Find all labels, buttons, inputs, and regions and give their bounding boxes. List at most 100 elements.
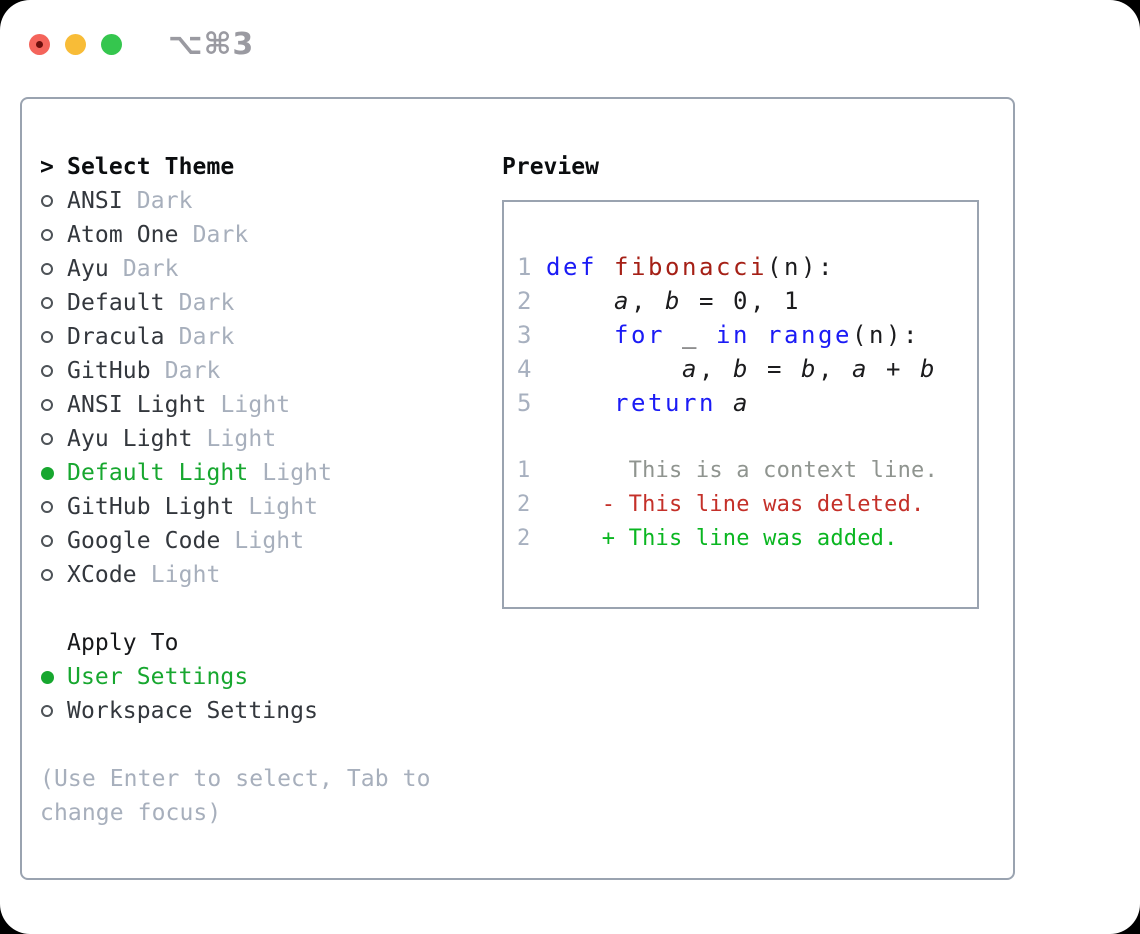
theme-variant: Dark <box>164 358 221 384</box>
radio-icon <box>40 263 67 275</box>
theme-variant: Dark <box>192 222 249 248</box>
code-token <box>750 321 767 349</box>
theme-list-title-row: > Select Theme <box>40 150 490 184</box>
code-token: return <box>614 389 716 417</box>
code-token: b <box>665 287 682 315</box>
diff-context-text: This is a context line. <box>548 458 938 483</box>
theme-option-ayu-light[interactable]: Ayu Light Light <box>40 422 490 456</box>
theme-name: XCode <box>67 562 137 588</box>
code-token: fibonacci <box>614 253 767 281</box>
theme-name: Ayu Light <box>67 426 193 452</box>
theme-variant: Dark <box>136 188 193 214</box>
diff-added-text: + This line was added. <box>548 526 898 551</box>
radio-icon <box>40 535 67 547</box>
radio-icon <box>40 365 67 377</box>
line-number: 3 <box>517 321 532 349</box>
code-token: = 0, 1 <box>682 287 801 315</box>
code-token: , <box>631 287 665 315</box>
theme-variant: Light <box>248 494 319 520</box>
code-token: , <box>818 355 852 383</box>
apply-option-label: User Settings <box>67 664 249 690</box>
diff-added-line: 2 + This line was added. <box>517 522 977 556</box>
theme-variant: Light <box>206 426 277 452</box>
theme-name: Ayu <box>67 256 109 282</box>
theme-name: Default <box>67 290 165 316</box>
code-line: 2 a, b = 0, 1 <box>517 284 977 318</box>
line-number: 2 <box>517 492 531 517</box>
prompt-arrow-icon: > <box>40 154 54 180</box>
code-token: a <box>733 389 750 417</box>
radio-icon <box>40 297 67 309</box>
code-token: b <box>733 355 750 383</box>
apply-option-label: Workspace Settings <box>67 698 319 724</box>
minimize-button[interactable] <box>65 34 86 55</box>
code-token: _ <box>665 321 716 349</box>
radio-icon <box>40 705 67 717</box>
theme-option-xcode-light[interactable]: XCode Light <box>40 558 490 592</box>
zoom-button[interactable] <box>101 34 122 55</box>
preview-title: Preview <box>502 154 599 180</box>
code-token: for <box>614 321 665 349</box>
code-token: a <box>614 287 631 315</box>
section-gap <box>40 592 490 626</box>
code-token: range <box>767 321 852 349</box>
theme-variant: Light <box>262 460 333 486</box>
theme-name: Atom One <box>67 222 179 248</box>
radio-icon <box>40 399 67 411</box>
line-number: 1 <box>517 458 531 483</box>
theme-option-default-light[interactable]: Default Light Light <box>40 456 490 490</box>
section-gap <box>40 728 490 762</box>
window-shortcut-label: ⌥⌘3 <box>168 27 255 62</box>
code-token <box>546 287 614 315</box>
code-token: b <box>920 355 937 383</box>
theme-variant: Light <box>234 528 305 554</box>
theme-option-atom-one-dark[interactable]: Atom One Dark <box>40 218 490 252</box>
radio-icon <box>40 501 67 513</box>
apply-option-user-settings[interactable]: User Settings <box>40 660 490 694</box>
code-token: in <box>716 321 750 349</box>
code-token <box>546 355 682 383</box>
code-token: , <box>699 355 733 383</box>
code-token: (n): <box>767 253 835 281</box>
radio-icon <box>40 229 67 241</box>
line-number: 1 <box>517 253 532 281</box>
code-line: 1 def fibonacci(n): <box>517 250 977 284</box>
code-token: a <box>682 355 699 383</box>
apply-to-title: Apply To <box>67 630 179 656</box>
apply-option-workspace-settings[interactable]: Workspace Settings <box>40 694 490 728</box>
code-token: def <box>546 253 614 281</box>
theme-variant: Light <box>150 562 221 588</box>
close-button[interactable] <box>29 34 50 55</box>
code-line: 3 for _ in range(n): <box>517 318 977 352</box>
code-token: (n): <box>852 321 920 349</box>
radio-selected-icon <box>40 466 67 480</box>
radio-icon <box>40 331 67 343</box>
line-number: 4 <box>517 355 532 383</box>
diff-context-line: 1 This is a context line. <box>517 454 977 488</box>
help-text-line1: (Use Enter to select, Tab to <box>40 766 431 792</box>
code-token <box>546 389 614 417</box>
blank-line <box>517 420 977 454</box>
theme-variant: Dark <box>178 324 235 350</box>
theme-list-title: Select Theme <box>67 154 235 180</box>
theme-name: ANSI Light <box>67 392 207 418</box>
help-text-line2: change focus) <box>40 800 222 826</box>
line-number: 5 <box>517 389 532 417</box>
theme-name: Default Light <box>67 460 249 486</box>
line-number: 2 <box>517 287 532 315</box>
diff-deleted-text: - This line was deleted. <box>548 492 925 517</box>
radio-icon <box>40 569 67 581</box>
help-text: (Use Enter to select, Tab to change focu… <box>40 762 490 830</box>
